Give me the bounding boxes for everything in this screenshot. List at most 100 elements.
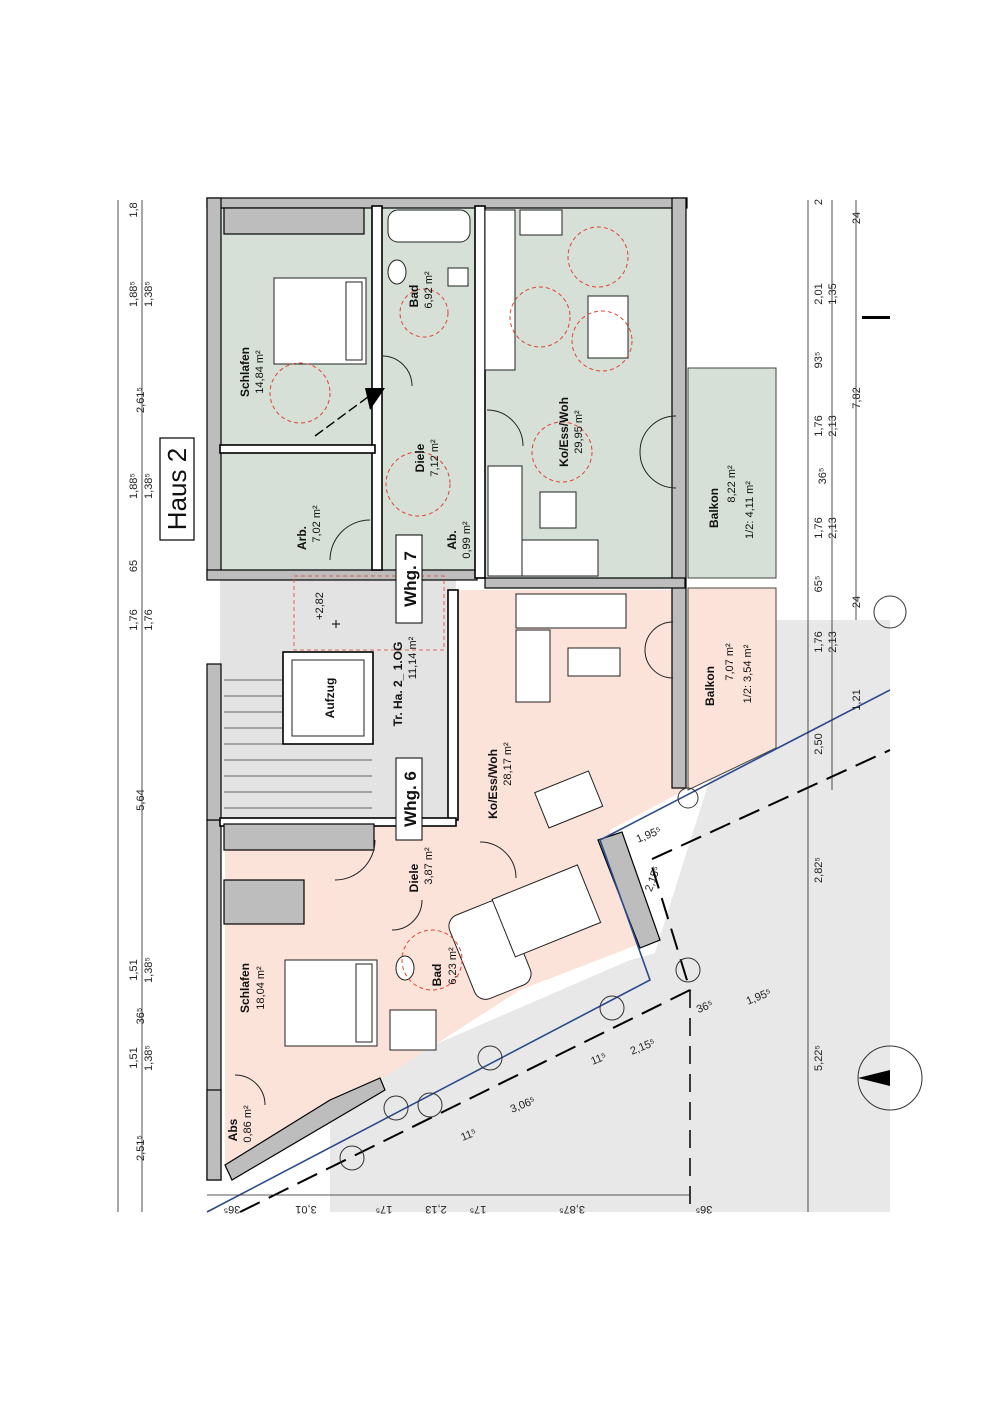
- room-name: Ko/Ess/Woh: [557, 397, 571, 467]
- room-name: Abs: [226, 1118, 240, 1141]
- wall-diagonal: [224, 1077, 386, 1181]
- tree-icon: [417, 1092, 443, 1118]
- dimension-label: 1,76: [128, 609, 140, 630]
- dimension-label: 2,50: [813, 733, 825, 754]
- dimension-label: 24: [851, 212, 863, 224]
- dimension-label: 65⁵: [813, 576, 825, 593]
- room-area-half: 1/2: 4,11 m²: [744, 481, 756, 539]
- tree-icon: [599, 995, 625, 1021]
- dimension-label: 2,82⁵: [813, 857, 825, 883]
- bed-whg6-pillow: [355, 963, 373, 1043]
- dining-table-whg6: [534, 770, 604, 829]
- turning-circle: [399, 288, 449, 338]
- room-area: 18,04 m²: [255, 966, 267, 1010]
- room-area: 7,07 m²: [724, 643, 736, 681]
- compass-icon-top: [873, 595, 907, 629]
- turning-circle: [509, 286, 571, 348]
- room-name: Ab.: [445, 530, 459, 549]
- elevator-cabin: [291, 659, 365, 737]
- whg6-label-box: [395, 757, 423, 841]
- turning-circle: [269, 362, 331, 424]
- dimension-label: 3,01: [295, 1203, 316, 1215]
- dimension-label: 2,13: [425, 1203, 446, 1215]
- whg6-balkon-fill: [687, 587, 777, 791]
- door-swing: [486, 409, 524, 447]
- wall-inner-3: [219, 444, 376, 454]
- wall-stair-left: [206, 663, 222, 821]
- wall-window-2: [223, 823, 375, 851]
- tree-icon: [477, 1045, 503, 1071]
- dimension-label: 5,64: [135, 789, 147, 810]
- cooktop-whg7: [519, 209, 563, 236]
- dimension-label: 11⁵: [589, 1051, 608, 1068]
- dimension-label: 11⁵: [459, 1127, 478, 1144]
- dimension-label: 1,76: [143, 609, 155, 630]
- sofa-whg6: [515, 593, 627, 629]
- dimension-label: 1,76: [813, 631, 825, 652]
- room-name: Schlafen: [238, 347, 252, 397]
- room-area: 6,92 m²: [423, 271, 435, 309]
- dimension-label: 36⁵: [224, 1203, 241, 1215]
- dimension-label: 36⁵: [696, 1203, 713, 1215]
- coffee-table-whg6: [567, 647, 621, 677]
- room-name: Bad: [430, 964, 444, 987]
- wall-right-top: [671, 197, 687, 789]
- dimension-label: 2,13: [827, 517, 839, 538]
- apartment-label-whg7: Whg. 7: [401, 551, 420, 607]
- dimension-label: 24: [851, 596, 863, 608]
- entrance-arrow-line: [314, 393, 373, 437]
- turning-circle: [401, 929, 463, 991]
- property-boundary: [206, 689, 891, 1213]
- stair-name: Tr. Ha. 2_ 1.OG: [391, 642, 405, 727]
- room-name: Bad: [407, 285, 421, 308]
- dimension-label: 93⁵: [813, 352, 825, 369]
- building-label-box: [159, 437, 195, 541]
- stair-area: 11,14 m²: [407, 636, 419, 679]
- site-area-lower: [330, 890, 890, 1212]
- room-name: Balkon: [707, 488, 721, 528]
- dimension-label: 1,38⁵: [143, 473, 155, 499]
- wall-inner-2: [474, 205, 486, 579]
- door-swing: [639, 451, 677, 489]
- door-swing: [479, 841, 517, 879]
- site-dashed-line: [239, 749, 891, 1213]
- tree-icon: [677, 787, 699, 809]
- dimension-label: 1,88⁵: [128, 473, 140, 499]
- dimension-marker: [862, 316, 890, 319]
- room-area: 29,95 m²: [573, 410, 585, 454]
- dimension-label: 1,76: [813, 415, 825, 436]
- dimension-label: 2,13: [827, 415, 839, 436]
- apartment-label-whg6: Whg. 6: [401, 771, 420, 827]
- tree-icon: [383, 1095, 409, 1121]
- dimension-label: 1,51: [128, 1047, 140, 1068]
- wall-inner-4: [447, 589, 459, 821]
- dimension-label: 36⁵: [817, 468, 829, 485]
- room-name: Arb.: [295, 526, 309, 550]
- dimension-label: 17⁵: [376, 1203, 393, 1215]
- turning-circle: [567, 226, 629, 288]
- dimension-label: 7,82: [851, 387, 863, 408]
- door-swing: [644, 621, 674, 651]
- kitchen-island-whg7: [539, 491, 577, 529]
- wall-window-4: [206, 1089, 222, 1181]
- turning-circle: [531, 421, 593, 483]
- bathtub-whg7: [387, 209, 471, 243]
- door-swing: [644, 649, 674, 679]
- room-name: Balkon: [703, 666, 717, 706]
- door-swing: [391, 899, 423, 931]
- level-mark-icon: [332, 620, 340, 628]
- room-name: Diele: [407, 863, 421, 892]
- stair-level: +2,82: [314, 592, 326, 620]
- room-area: 0,86 m²: [242, 1105, 254, 1143]
- dimension-label: 1,38⁵: [143, 281, 155, 307]
- wall-window-1: [223, 207, 365, 235]
- dimension-label: 36⁵: [135, 1008, 147, 1025]
- whg7-label-box: [395, 534, 423, 624]
- dining-table-whg7: [587, 295, 629, 359]
- wc-whg6: [395, 955, 415, 981]
- dimension-label: 36⁵: [695, 999, 715, 1016]
- sideboard-whg7: [521, 539, 599, 577]
- wc-whg7: [387, 259, 407, 285]
- turning-circle: [571, 310, 633, 372]
